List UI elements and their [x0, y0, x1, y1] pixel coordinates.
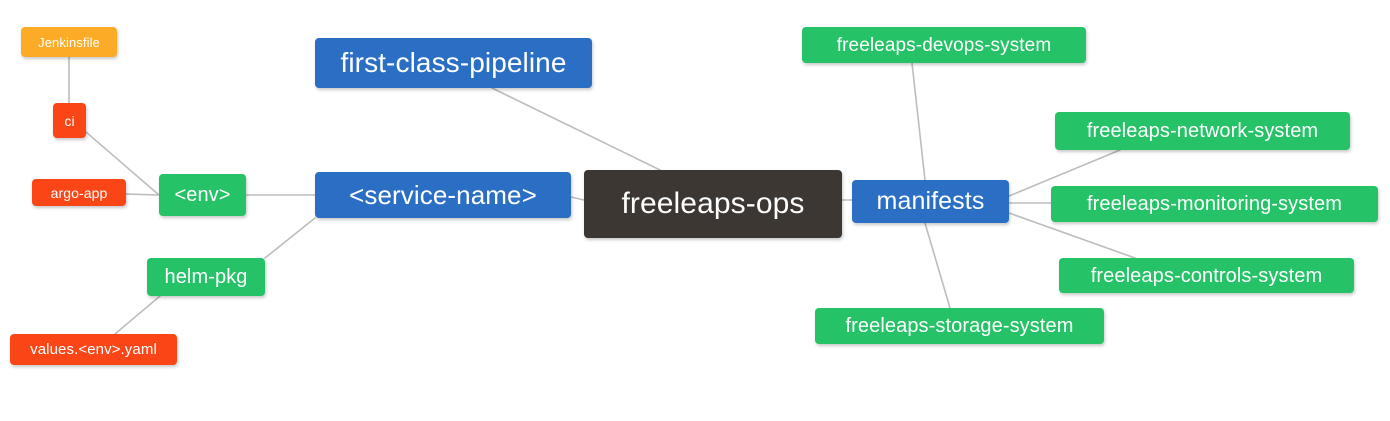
node-helm-pkg[interactable]: helm-pkg: [147, 258, 265, 296]
node-freeleaps-controls-system[interactable]: freeleaps-controls-system: [1059, 258, 1354, 293]
edge-service-name-to-freeleaps-ops: [570, 196, 585, 201]
node-label-env: <env>: [174, 184, 231, 206]
node-freeleaps-devops-system[interactable]: freeleaps-devops-system: [802, 27, 1086, 63]
node-label-freeleaps-controls-system: freeleaps-controls-system: [1090, 264, 1323, 287]
node-label-service-name: <service-name>: [349, 180, 537, 210]
node-label-freeleaps-storage-system: freeleaps-storage-system: [845, 315, 1074, 337]
edge-first-class-pipeline-to-freeleaps-ops: [491, 87, 661, 171]
node-label-manifests: manifests: [876, 187, 985, 215]
node-label-freeleaps-network-system: freeleaps-network-system: [1086, 120, 1319, 142]
node-label-jenkinsfile: Jenkinsfile: [38, 34, 100, 50]
node-label-first-class-pipeline: first-class-pipeline: [340, 47, 567, 78]
node-jenkinsfile[interactable]: Jenkinsfile: [21, 27, 117, 57]
node-label-freeleaps-ops: freeleaps-ops: [621, 187, 805, 220]
node-label-freeleaps-devops-system: freeleaps-devops-system: [836, 34, 1052, 56]
edge-argo-app-to-env: [125, 193, 160, 196]
node-label-argo-app: argo-app: [50, 184, 108, 201]
edge-manifests-to-freeleaps-storage-system: [924, 222, 951, 309]
node-label-values-yaml: values.<env>.yaml: [30, 341, 157, 358]
node-freeleaps-storage-system[interactable]: freeleaps-storage-system: [815, 308, 1104, 344]
node-freeleaps-ops[interactable]: freeleaps-ops: [584, 170, 842, 238]
node-label-freeleaps-monitoring-system: freeleaps-monitoring-system: [1086, 193, 1342, 215]
node-first-class-pipeline[interactable]: first-class-pipeline: [315, 38, 592, 88]
node-ci[interactable]: ci: [53, 103, 86, 138]
node-env[interactable]: <env>: [159, 174, 246, 216]
node-argo-app[interactable]: argo-app: [32, 179, 126, 206]
node-freeleaps-monitoring-system[interactable]: freeleaps-monitoring-system: [1051, 186, 1378, 222]
node-label-ci: ci: [64, 112, 75, 129]
node-manifests[interactable]: manifests: [852, 180, 1009, 223]
node-service-name[interactable]: <service-name>: [315, 172, 571, 218]
edge-helm-pkg-to-values-yaml: [114, 295, 161, 335]
node-label-helm-pkg: helm-pkg: [164, 266, 248, 288]
edge-manifests-to-freeleaps-devops-system: [911, 62, 926, 181]
node-values-yaml[interactable]: values.<env>.yaml: [10, 334, 177, 365]
node-freeleaps-network-system[interactable]: freeleaps-network-system: [1055, 112, 1350, 150]
edge-service-name-to-helm-pkg: [264, 217, 316, 259]
